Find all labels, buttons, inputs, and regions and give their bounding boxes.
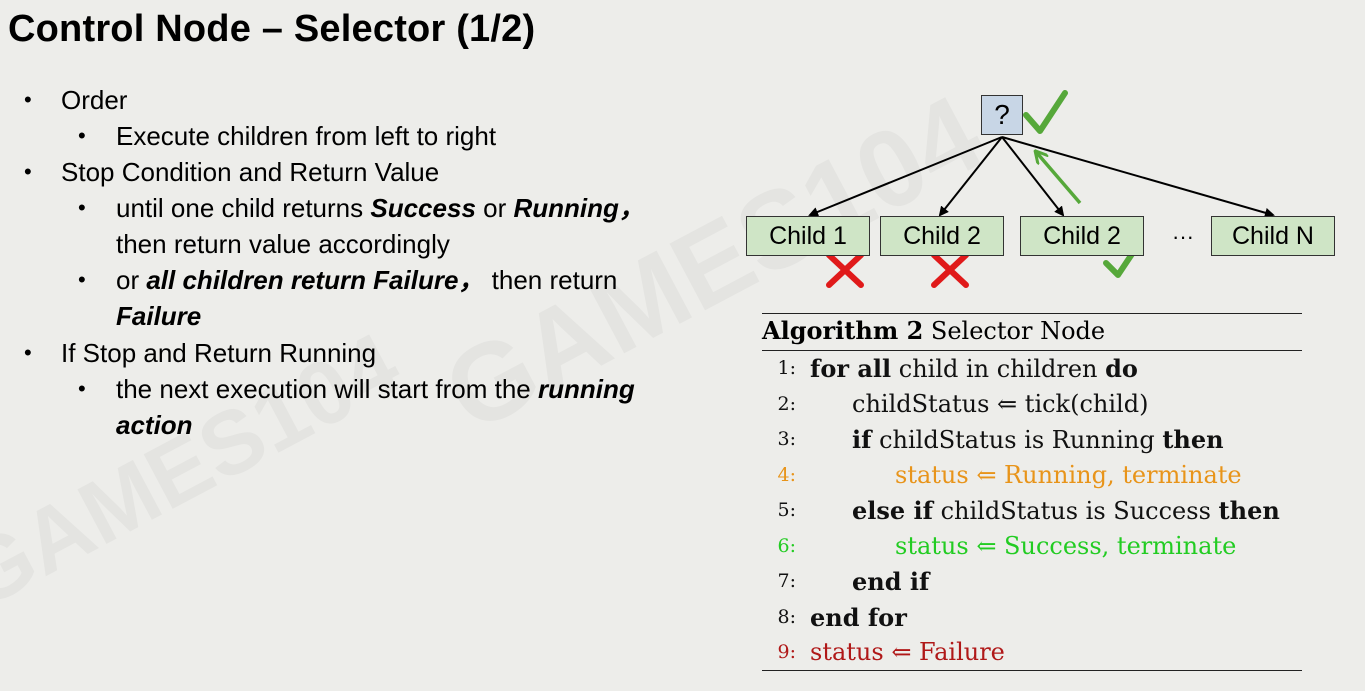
- bullet-dot: •: [78, 376, 86, 401]
- edge-child-1: [808, 136, 1003, 217]
- cross-icon: [931, 252, 969, 288]
- line-number: 4:: [777, 463, 797, 486]
- algorithm-line: 6: status ⇐ Success, terminate: [762, 529, 1302, 564]
- code-text: status ⇐ Failure: [810, 638, 1005, 666]
- code-text: childStatus ⇐ tick(child): [852, 389, 1149, 418]
- return-arrow: [1037, 153, 1082, 205]
- text-span: or: [475, 193, 514, 223]
- child-node-1: Child 1: [746, 216, 870, 256]
- algorithm-line: 3: if childStatus is Running then: [762, 422, 1302, 457]
- line-code: if childStatus is Running then: [852, 422, 1224, 458]
- line-number: 7:: [777, 570, 797, 592]
- emphasis-success: Success: [370, 193, 476, 223]
- line-code: else if childStatus is Success then: [852, 493, 1280, 529]
- selector-tree: ? Child 1 Child 2 Child 2 ··· Child N: [740, 85, 1350, 295]
- bullet-dot: •: [78, 267, 86, 292]
- keyword: end for: [810, 602, 907, 632]
- algorithm-line: 1: for all child in children do: [762, 351, 1302, 386]
- bullet-or: or all children return Failure， then ret…: [116, 262, 617, 298]
- keyword: end if: [852, 567, 930, 596]
- edge-child-3: [1001, 136, 1065, 217]
- algorithm-line: 5: else if childStatus is Success then: [762, 493, 1302, 528]
- algorithm-line: 2: childStatus ⇐ tick(child): [762, 387, 1302, 422]
- algorithm-number: Algorithm 2: [762, 316, 924, 345]
- line-number: 6:: [777, 534, 797, 557]
- selector-root-node: ?: [981, 95, 1023, 135]
- keyword: do: [1105, 354, 1138, 383]
- page-title: Control Node – Selector (1/2): [8, 8, 536, 50]
- algorithm-line: 7: end if: [762, 564, 1302, 599]
- line-code: end if: [852, 564, 929, 600]
- line-number: 5:: [777, 499, 797, 521]
- keyword: if: [852, 425, 872, 454]
- line-number: 3:: [777, 428, 797, 450]
- text-span: the next execution will start from the: [116, 374, 538, 404]
- algorithm-line: 4: status ⇐ Running, terminate: [762, 458, 1302, 493]
- text-span: until one child returns: [116, 193, 371, 223]
- code-text: status ⇐ Success, terminate: [895, 531, 1237, 560]
- edge-child-2: [938, 136, 1003, 217]
- bullet-stop: Stop Condition and Return Value: [61, 157, 440, 187]
- child-node-2: Child 2: [880, 216, 1004, 256]
- keyword: else if: [852, 496, 933, 525]
- emphasis-failure: Failure: [116, 301, 202, 331]
- line-code: childStatus ⇐ tick(child): [852, 387, 1148, 422]
- bullet-until: until one child returns Success or Runni…: [116, 190, 645, 226]
- line-number: 9:: [777, 641, 797, 663]
- bullet-until-cont: then return value accordingly: [116, 229, 450, 259]
- bullet-dot: •: [24, 340, 32, 365]
- rule-top: [762, 313, 1302, 314]
- edge-child-n: [1001, 136, 1275, 218]
- bullet-dot: •: [24, 159, 32, 184]
- emphasis-running-action: running: [537, 374, 635, 404]
- ellipsis: ···: [1172, 224, 1194, 249]
- code-text: status ⇐ Running, terminate: [895, 460, 1242, 489]
- keyword: then: [1218, 496, 1280, 525]
- bullet-dot: •: [24, 87, 32, 112]
- check-icon: [1023, 90, 1068, 134]
- bullet-order-sub: Execute children from left to right: [116, 121, 497, 151]
- code-text: childStatus is Running: [871, 426, 1163, 454]
- line-code: status ⇐ Running, terminate: [895, 458, 1242, 493]
- emphasis-running: Running，: [513, 193, 645, 223]
- algorithm-box: Algorithm 2 Selector Node 1: for all chil…: [762, 313, 1302, 673]
- emphasis-all-failure: all children return Failure，: [146, 265, 485, 295]
- child-node-3: Child 2: [1020, 216, 1144, 256]
- bullet-list: • Order • Execute children from left to …: [24, 85, 645, 440]
- rule-mid: [762, 350, 1302, 351]
- rule-bottom: [762, 670, 1302, 671]
- text-span: or: [116, 265, 147, 295]
- code-text: child in children: [891, 355, 1106, 383]
- bullet-if-stop: If Stop and Return Running: [61, 338, 377, 368]
- tree-edges: [808, 90, 1275, 288]
- text-span: then return: [484, 265, 618, 295]
- line-code: status ⇐ Failure: [810, 635, 1005, 670]
- algorithm-line: 9: status ⇐ Failure: [762, 635, 1302, 670]
- algorithm-header: Algorithm 2 Selector Node: [762, 316, 1105, 346]
- emphasis-action: action: [116, 410, 193, 440]
- line-number: 1:: [777, 357, 797, 379]
- bullet-dot: •: [78, 123, 86, 148]
- keyword: then: [1162, 425, 1224, 454]
- cross-icon: [826, 252, 864, 288]
- bullet-order: Order: [61, 85, 128, 115]
- algorithm-name: Selector Node: [923, 317, 1106, 345]
- line-number: 2:: [777, 392, 797, 415]
- line-code: end for: [810, 600, 907, 636]
- keyword: for all: [810, 354, 892, 383]
- bullet-dot: •: [78, 195, 86, 220]
- line-code: for all child in children do: [810, 351, 1138, 387]
- code-text: childStatus is Success: [932, 497, 1219, 525]
- bullet-next: the next execution will start from the r…: [116, 371, 635, 407]
- line-code: status ⇐ Success, terminate: [895, 529, 1236, 564]
- algorithm-line: 8: end for: [762, 600, 1302, 635]
- child-node-n: Child N: [1211, 216, 1335, 256]
- line-number: 8:: [777, 605, 797, 628]
